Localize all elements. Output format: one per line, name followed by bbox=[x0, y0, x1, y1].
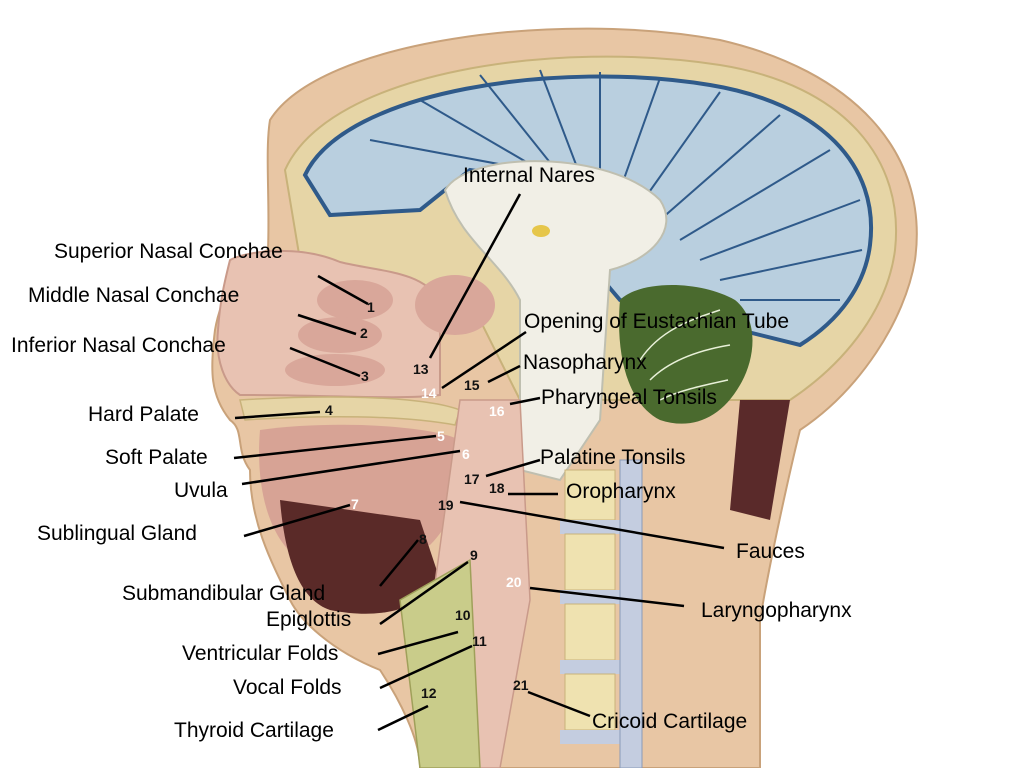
neck-posterior bbox=[730, 400, 790, 520]
leader-thyroid-cartilage bbox=[377, 704, 429, 732]
label-vocal-folds: Vocal Folds bbox=[233, 676, 342, 699]
leader-inferior-nasal-conchae bbox=[289, 346, 361, 378]
marker-14: 14 bbox=[421, 385, 437, 401]
leader-vocal-folds bbox=[379, 644, 473, 690]
label-middle-nasal-conchae: Middle Nasal Conchae bbox=[28, 284, 240, 307]
marker-7: 7 bbox=[351, 496, 359, 512]
mandible-region bbox=[280, 500, 440, 614]
label-nasopharynx: Nasopharynx bbox=[523, 351, 647, 374]
leader-middle-nasal-conchae bbox=[297, 313, 357, 336]
leader-submandibular-gland bbox=[379, 539, 419, 587]
marker-21: 21 bbox=[513, 677, 529, 693]
marker-8: 8 bbox=[419, 531, 427, 547]
label-uvula: Uvula bbox=[174, 479, 228, 502]
marker-10: 10 bbox=[455, 607, 471, 623]
label-soft-palate: Soft Palate bbox=[105, 446, 208, 469]
marker-20: 20 bbox=[506, 574, 522, 590]
marker-3: 3 bbox=[361, 368, 369, 384]
marker-18: 18 bbox=[489, 480, 505, 496]
leader-ventricular-folds bbox=[377, 630, 459, 656]
leader-cricoid-cartilage bbox=[527, 690, 591, 718]
leader-hard-palate bbox=[234, 410, 321, 420]
arbor-vitae bbox=[639, 309, 731, 401]
marker-17: 17 bbox=[464, 471, 480, 487]
label-oropharynx: Oropharynx bbox=[566, 480, 676, 503]
label-internal-nares: Internal Nares bbox=[463, 164, 595, 187]
marker-15: 15 bbox=[464, 377, 480, 393]
leader-uvula bbox=[241, 449, 461, 486]
marker-4: 4 bbox=[325, 402, 333, 418]
leader-laryngopharynx bbox=[529, 586, 685, 608]
label-palatine-tonsils: Palatine Tonsils bbox=[540, 446, 686, 469]
label-thyroid-cartilage: Thyroid Cartilage bbox=[174, 719, 334, 742]
label-epiglottis: Epiglottis bbox=[266, 608, 352, 631]
marker-16: 16 bbox=[489, 403, 505, 419]
label-laryngopharynx: Laryngopharynx bbox=[701, 599, 852, 622]
conchae-superior bbox=[317, 280, 393, 320]
marker-6: 6 bbox=[462, 446, 470, 462]
label-ventricular-folds: Ventricular Folds bbox=[182, 642, 339, 665]
palate bbox=[239, 396, 461, 426]
disc-1 bbox=[560, 520, 620, 534]
conchae-inferior bbox=[285, 354, 385, 386]
vertebra-2 bbox=[564, 533, 616, 591]
leader-lines bbox=[233, 193, 725, 732]
label-superior-nasal-conchae: Superior Nasal Conchae bbox=[54, 240, 283, 263]
marker-2: 2 bbox=[360, 325, 368, 341]
marker-19: 19 bbox=[438, 497, 454, 513]
sphenoid-sinus bbox=[415, 275, 495, 335]
label-pharyngeal-tonsils: Pharyngeal Tonsils bbox=[541, 386, 717, 409]
leader-sublingual-gland bbox=[243, 503, 351, 538]
spinal-cord bbox=[619, 459, 643, 768]
marker-1: 1 bbox=[367, 299, 375, 315]
leader-pharyngeal-tonsils bbox=[509, 396, 541, 406]
vertebra-3 bbox=[564, 603, 616, 661]
disc-4 bbox=[560, 730, 620, 744]
cerebral-gyri bbox=[369, 69, 863, 301]
leader-internal-nares bbox=[428, 193, 522, 359]
leader-superior-nasal-conchae bbox=[317, 274, 369, 306]
vertebra-4 bbox=[564, 673, 616, 731]
label-hard-palate: Hard Palate bbox=[88, 403, 199, 426]
label-opening-eustachian-tube: Opening of Eustachian Tube bbox=[524, 310, 790, 333]
marker-12: 12 bbox=[421, 685, 437, 701]
brainstem bbox=[443, 160, 668, 482]
leader-eustachian-tube bbox=[441, 330, 527, 390]
label-inferior-nasal-conchae: Inferior Nasal Conchae bbox=[11, 334, 226, 357]
leader-soft-palate bbox=[233, 434, 437, 460]
label-cricoid-cartilage: Cricoid Cartilage bbox=[592, 710, 748, 733]
cerebellum bbox=[619, 285, 753, 424]
marker-9: 9 bbox=[470, 547, 478, 563]
leader-fauces bbox=[459, 500, 725, 550]
disc-3 bbox=[560, 660, 620, 674]
leader-palatine-tonsils bbox=[485, 458, 541, 478]
label-fauces: Fauces bbox=[736, 540, 805, 563]
marker-11: 11 bbox=[472, 633, 487, 649]
marker-5: 5 bbox=[437, 428, 445, 444]
label-submandibular-gland: Submandibular Gland bbox=[122, 582, 326, 605]
marker-13: 13 bbox=[413, 361, 429, 377]
leader-epiglottis bbox=[379, 560, 469, 626]
label-sublingual-gland: Sublingual Gland bbox=[37, 522, 197, 545]
conchae-middle bbox=[298, 317, 382, 353]
leader-nasopharynx bbox=[487, 364, 521, 384]
pineal-spot bbox=[532, 225, 550, 237]
